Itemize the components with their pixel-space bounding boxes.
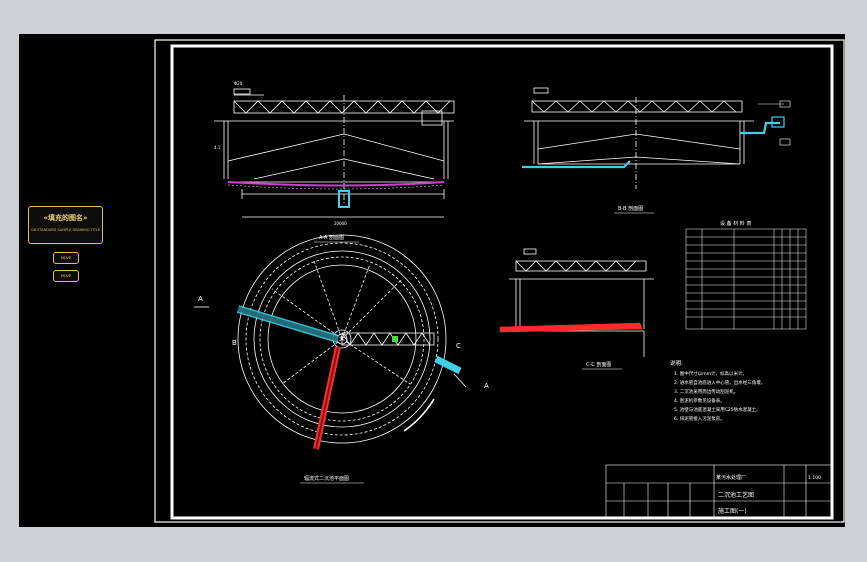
sludge-layer-a (227, 181, 445, 187)
section-c-label: C-C 剖面图 (586, 361, 611, 368)
section-b-view (524, 87, 754, 189)
notes-heading: 说明: (670, 359, 683, 367)
inner-border (170, 44, 834, 520)
section-b-label: B-B 剖面图 (618, 205, 643, 212)
sludge-channel-c (499, 322, 643, 333)
cad-drawing: A-A 剖面图 Φ20 4.1 20000 (154, 39, 845, 523)
cad-viewport[interactable]: «填充的图名» GB STANDARD SAMPLE DRAWING TITLE… (19, 34, 845, 527)
plan-marker-b1: B (232, 339, 237, 347)
badge-subtitle: GB STANDARD SAMPLE DRAWING TITLE (30, 228, 101, 232)
outer-border (154, 39, 845, 523)
dim-left-label: 4.1 (214, 145, 221, 150)
title-sheet: 施工图(一) (718, 507, 747, 515)
title-scale: 1:100 (808, 475, 821, 481)
plan-outlet-pipe (434, 355, 462, 375)
plan-marker-c1: C (456, 342, 461, 350)
center-pipe-a (338, 190, 350, 208)
plan-marker-a2: A (484, 382, 489, 390)
elevation-a-label: A-A 剖面图 (319, 234, 344, 241)
plan-inlet-pipe (236, 305, 340, 343)
truss-bridge-c (515, 260, 647, 272)
plan-green-marker (392, 336, 398, 342)
section-c-view (509, 248, 654, 357)
left-panel: «填充的图名» GB STANDARD SAMPLE DRAWING TITLE… (19, 34, 154, 527)
note-line-3: 3. 二沉池采用周边传动刮泥机。 (674, 388, 738, 395)
note-line-5: 5. 池壁与池底混凝土采用C25防水混凝土。 (674, 406, 761, 413)
small-badge-1[interactable]: MOVE (53, 252, 79, 264)
inlet-pipe-b (522, 160, 631, 169)
plan-marker-a1: A (198, 295, 203, 303)
equipment-table (685, 228, 807, 330)
drawing-sheet: A-A 剖面图 Φ20 4.1 20000 (154, 39, 845, 523)
title-project: 某污水处理厂 (716, 474, 746, 481)
outlet-pipe-b (740, 121, 780, 135)
title-block (605, 464, 833, 519)
truss-bridge-b (531, 100, 743, 113)
table-title: 设 备 材 料 表 (720, 220, 751, 227)
small-badge-1-label: MOVE (60, 256, 72, 260)
plan-label: 辐流式二沉池平面图 (304, 475, 349, 482)
plan-view (194, 234, 467, 444)
dim-bottom-span: 20000 (334, 221, 347, 226)
dim-top-width: Φ20 (234, 81, 243, 86)
small-badge-2-label: MOVE (60, 274, 72, 278)
badge-title: «填充的图名» (43, 214, 88, 222)
title-drawing-name: 二沉池工艺图 (718, 491, 754, 499)
drawing-title-badge[interactable]: «填充的图名» GB STANDARD SAMPLE DRAWING TITLE (28, 206, 103, 244)
plan-bridge (341, 332, 435, 346)
note-line-6: 6. 排泥管接入污泥泵房。 (674, 415, 725, 422)
plan-outer-ring (237, 234, 447, 444)
note-line-1: 1. 图中尺寸以mm计，标高以米计。 (674, 370, 747, 377)
truss-webbing-a (233, 100, 451, 114)
note-line-2: 2. 进水管自池底进入中心管，出水经三角堰。 (674, 379, 765, 386)
notes-block: 说明: 1. 图中尺寸以mm计，标高以米计。 2. 进水管自池底进入中心管，出水… (670, 359, 765, 422)
elevation-a-view (214, 88, 455, 218)
small-badge-2[interactable]: MOVE (53, 270, 79, 282)
note-line-4: 4. 刮泥机参数见设备表。 (674, 397, 725, 404)
